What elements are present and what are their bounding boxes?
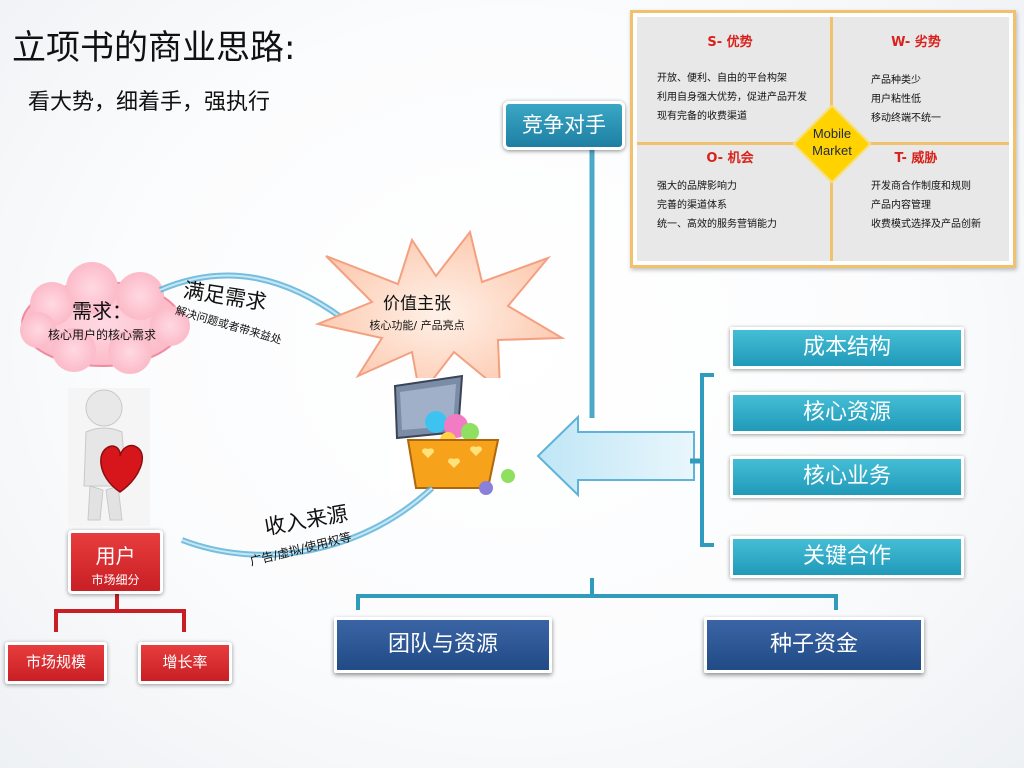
swot-item: 利用自身强大优势，促进产品开发 <box>657 92 807 103</box>
seed-funding-button[interactable]: 种子资金 <box>704 617 924 673</box>
swot-strengths: S- 优势 开放、便利、自由的平台构架 利用自身强大优势，促进产品开发 现有完备… <box>637 17 823 139</box>
swot-weaknesses: W- 劣势 产品种类少 用户粘性低 移动终端不统一 <box>823 17 1009 139</box>
right-bracket <box>700 373 714 547</box>
demand-label: 需求： 核心用户的核心需求 <box>38 295 166 343</box>
value-title: 价值主张 <box>383 294 451 314</box>
team-resources-button[interactable]: 团队与资源 <box>334 617 552 673</box>
swot-item: 产品内容管理 <box>871 200 931 211</box>
swot-threats: T- 威胁 开发商合作制度和规则 产品内容管理 收费模式选择及产品创新 <box>823 139 1009 261</box>
swot-item: 移动终端不统一 <box>871 113 941 124</box>
core-business-button[interactable]: 核心业务 <box>730 456 964 498</box>
left-arrow <box>536 414 695 498</box>
mobile-market-line1: Mobile <box>812 126 852 141</box>
swot-threats-title: T- 威胁 <box>894 151 938 166</box>
person-heart-icon <box>68 388 150 526</box>
swot-strengths-title: S- 优势 <box>707 35 753 50</box>
mobile-market-label: Mobile Market <box>787 125 877 159</box>
swot-item: 统一、高效的服务营销能力 <box>657 219 777 230</box>
value-proposition: 价值主张 核心功能/ 产品亮点 <box>352 289 482 333</box>
market-size-button[interactable]: 市场规模 <box>5 642 107 684</box>
key-partners-button[interactable]: 关键合作 <box>730 536 964 578</box>
swot-item: 强大的品牌影响力 <box>657 181 737 192</box>
swot-weaknesses-title: W- 劣势 <box>891 35 941 50</box>
value-desc: 核心功能/ 产品亮点 <box>369 319 465 332</box>
user-sub: 市场细分 <box>91 573 140 587</box>
swot-opportunities: O- 机会 强大的品牌影响力 完善的渠道体系 统一、高效的服务营销能力 <box>637 139 823 261</box>
swot-item: 产品种类少 <box>871 75 921 86</box>
competitor-button[interactable]: 竞争对手 <box>503 101 625 150</box>
swot-item: 现有完备的收费渠道 <box>657 111 747 122</box>
swot-opportunities-title: O- 机会 <box>706 151 754 166</box>
swot-item: 收费模式选择及产品创新 <box>871 219 981 230</box>
growth-rate-button[interactable]: 增长率 <box>138 642 232 684</box>
demand-title: 需求： <box>72 299 132 323</box>
core-resources-button[interactable]: 核心资源 <box>730 392 964 434</box>
value-star <box>314 229 566 399</box>
page-title: 立项书的商业思路: <box>12 28 296 68</box>
swot-panel: S- 优势 开放、便利、自由的平台构架 利用自身强大优势，促进产品开发 现有完备… <box>630 10 1016 268</box>
user-label: 用户 <box>95 544 136 568</box>
demand-desc: 核心用户的核心需求 <box>47 328 156 342</box>
swot-item: 开放、便利、自由的平台构架 <box>657 73 787 84</box>
demand-cloud <box>20 262 190 374</box>
user-button[interactable]: 用户 市场细分 <box>68 530 163 594</box>
treasure-chest-icon <box>390 374 515 495</box>
mobile-market-line2: Market <box>812 143 852 158</box>
swot-item: 用户粘性低 <box>871 94 921 105</box>
swot-item: 开发商合作制度和规则 <box>871 181 971 192</box>
swot-item: 完善的渠道体系 <box>657 200 727 211</box>
cost-structure-button[interactable]: 成本结构 <box>730 327 964 369</box>
page-subtitle: 看大势，细着手，强执行 <box>28 90 271 115</box>
